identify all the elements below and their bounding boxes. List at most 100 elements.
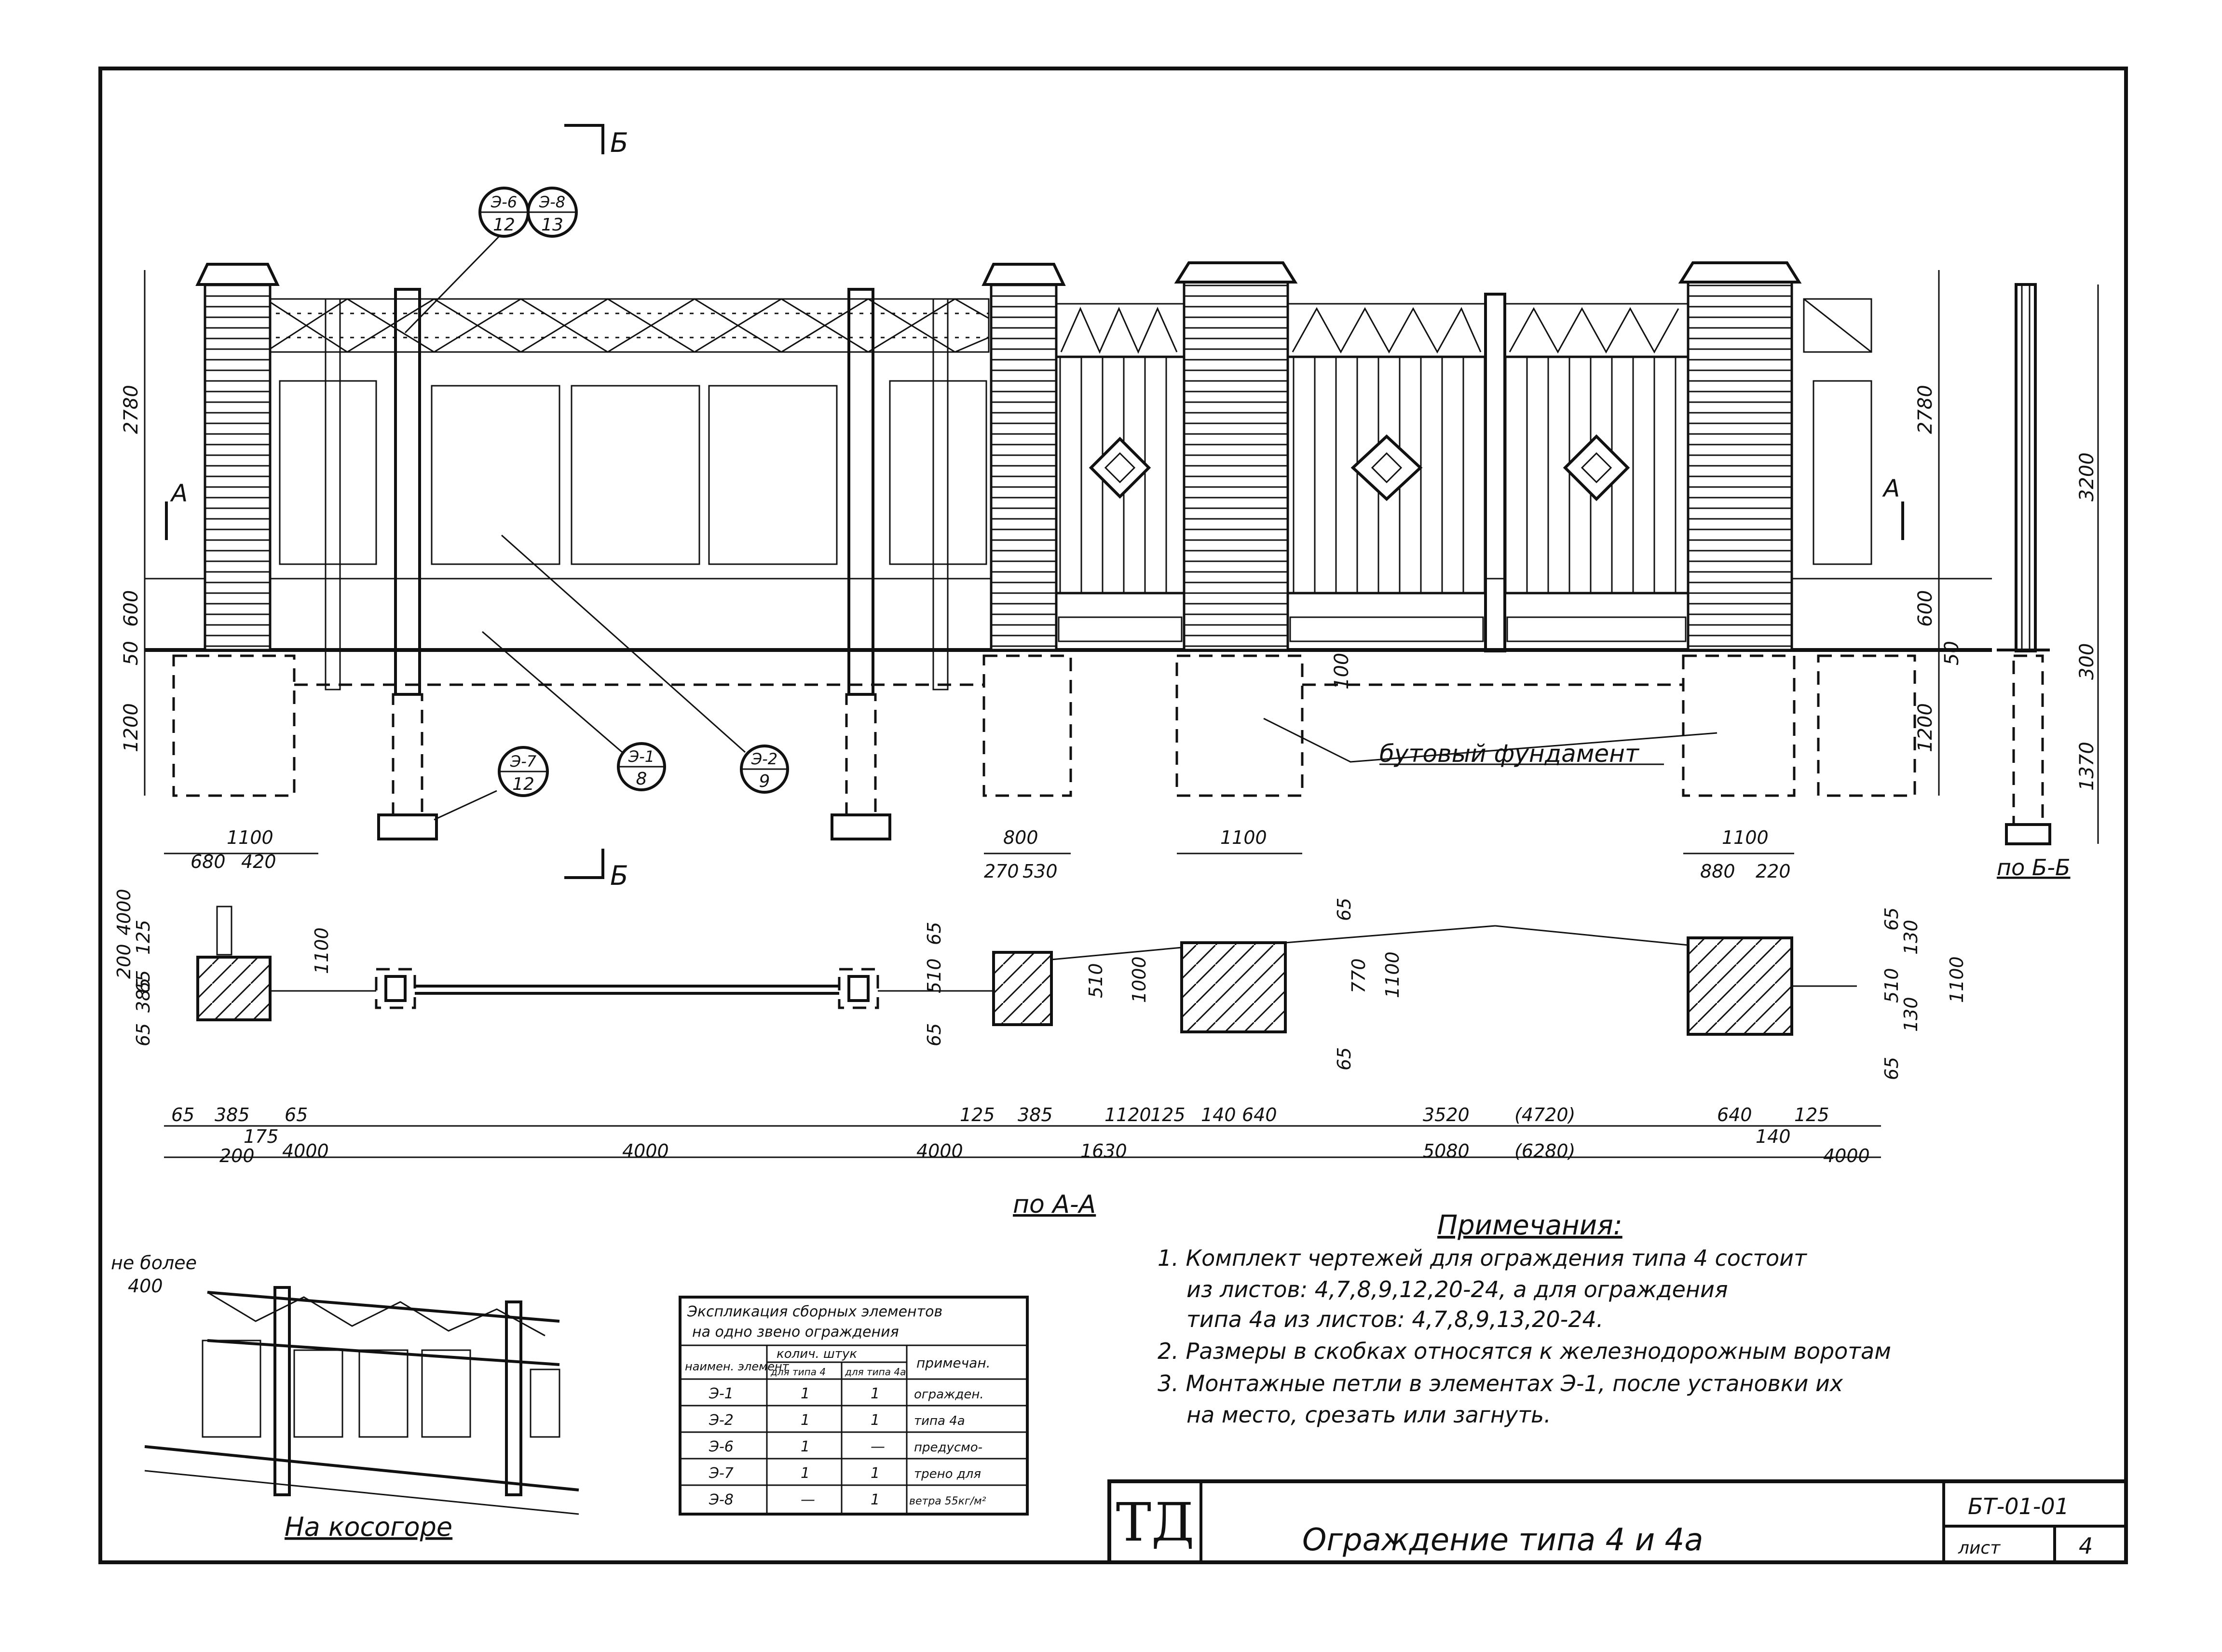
svg-text:1200: 1200 [120, 703, 142, 752]
svg-text:600: 600 [120, 590, 142, 627]
section-view-b [1997, 283, 2051, 845]
svg-text:125: 125 [1794, 1104, 1829, 1125]
svg-text:65: 65 [285, 1104, 308, 1125]
svg-text:Э-7: Э-7 [709, 1465, 734, 1482]
svg-text:8: 8 [636, 769, 647, 789]
svg-text:420: 420 [241, 851, 276, 872]
svg-text:—: — [801, 1491, 815, 1508]
svg-text:100: 100 [1331, 653, 1353, 690]
svg-text:на одно звено ограждения: на одно звено ограждения [692, 1324, 899, 1341]
svg-text:640: 640 [1242, 1104, 1277, 1125]
svg-text:4000: 4000 [1823, 1145, 1870, 1166]
svg-text:65: 65 [133, 1023, 154, 1046]
slope-note-line2: 400 [128, 1275, 163, 1297]
svg-text:50: 50 [1941, 641, 1963, 665]
svg-text:4000: 4000 [282, 1140, 329, 1162]
svg-text:1: 1 [801, 1438, 810, 1455]
svg-text:200: 200 [113, 944, 135, 979]
svg-text:типа 4а из листов: 4,7,8,9,13,: типа 4а из листов: 4,7,8,9,13,20-24. [1186, 1306, 1603, 1332]
svg-text:65: 65 [1881, 1057, 1902, 1080]
svg-text:4000: 4000 [113, 889, 135, 935]
svg-text:125: 125 [960, 1104, 995, 1125]
svg-text:2780: 2780 [1914, 385, 1936, 434]
svg-text:9: 9 [759, 772, 770, 791]
section-view-label: по Б-Б [1997, 854, 2071, 880]
notes: Примечания: 1. Комплект чертежей для огр… [1158, 1210, 1891, 1428]
svg-text:385: 385 [1018, 1104, 1053, 1125]
svg-text:140: 140 [1201, 1104, 1236, 1125]
svg-text:3520: 3520 [1423, 1104, 1470, 1125]
svg-text:140: 140 [1756, 1126, 1791, 1147]
svg-text:65: 65 [171, 1104, 194, 1125]
svg-text:65: 65 [924, 1023, 945, 1046]
svg-text:Э-7: Э-7 [510, 752, 537, 771]
slope-detail: не более 400 [111, 1252, 579, 1515]
svg-text:Примечания:: Примечания: [1437, 1210, 1622, 1241]
sheet-number: 4 [2079, 1533, 2093, 1559]
drawing-code: БТ-01-01 [1968, 1493, 2069, 1519]
svg-text:1: 1 [871, 1465, 880, 1482]
svg-text:4000: 4000 [916, 1140, 963, 1162]
svg-text:Э-1: Э-1 [628, 747, 654, 766]
svg-text:125: 125 [133, 920, 154, 955]
svg-text:Э-8: Э-8 [709, 1491, 734, 1508]
svg-text:530: 530 [1022, 861, 1058, 882]
section-mark-b-bottom: Б [564, 849, 628, 891]
svg-text:из листов: 4,7,8,9,12,20-24, а: из листов: 4,7,8,9,12,20-24, а для ограж… [1186, 1276, 1728, 1302]
svg-text:130: 130 [1900, 920, 1922, 955]
svg-text:Э-1: Э-1 [709, 1385, 734, 1402]
slope-view-label: На косогоре [285, 1512, 452, 1542]
svg-text:200: 200 [219, 1145, 255, 1166]
svg-text:трено для: трено для [914, 1467, 981, 1481]
section-mark-b-top: Б [564, 124, 628, 158]
plan-view-label: по А-А [1013, 1190, 1096, 1219]
sheet-label: лист [1958, 1538, 2001, 1558]
svg-text:колич. штук: колич. штук [777, 1347, 857, 1361]
svg-text:1000: 1000 [1129, 956, 1150, 1003]
svg-text:65: 65 [1881, 907, 1902, 931]
svg-text:1: 1 [801, 1385, 810, 1402]
svg-text:1100: 1100 [1382, 951, 1403, 998]
svg-text:1100: 1100 [1722, 827, 1769, 848]
svg-text:1200: 1200 [1914, 703, 1936, 752]
svg-text:наимен. элемент: наимен. элемент [685, 1360, 790, 1373]
svg-text:предусмо-: предусмо- [914, 1440, 982, 1455]
svg-text:1: 1 [801, 1465, 810, 1482]
svg-text:А: А [1882, 474, 1900, 502]
svg-text:270: 270 [984, 861, 1019, 882]
svg-text:65: 65 [924, 922, 945, 945]
svg-text:125: 125 [1150, 1104, 1186, 1125]
drawing-title: Ограждение типа 4 и 4а [1302, 1522, 1704, 1558]
svg-text:Э-8: Э-8 [539, 193, 565, 211]
svg-text:640: 640 [1717, 1104, 1752, 1125]
svg-text:680: 680 [191, 851, 226, 872]
svg-text:1370: 1370 [2076, 742, 2098, 791]
svg-text:4000: 4000 [622, 1140, 669, 1162]
svg-text:1630: 1630 [1080, 1140, 1127, 1162]
td-logo: ТД [1116, 1491, 1195, 1553]
svg-text:1100: 1100 [1220, 827, 1267, 848]
svg-text:65: 65 [1334, 898, 1355, 921]
svg-text:примечан.: примечан. [916, 1355, 991, 1371]
svg-text:1100: 1100 [1946, 956, 1967, 1003]
svg-text:для типа 4: для типа 4 [770, 1366, 826, 1378]
svg-text:Экспликация сборных элементов: Экспликация сборных элементов [687, 1303, 942, 1320]
elevation-dimensions: 2780 600 50 1200 2780 600 50 1200 100 32… [120, 270, 2099, 844]
svg-text:(4720): (4720) [1514, 1104, 1575, 1125]
svg-text:Б: Б [610, 127, 628, 158]
plan-dimensions: 1100 680 420 800 270 530 1100 1100 880 2… [113, 827, 1967, 1166]
svg-text:1: 1 [801, 1412, 810, 1429]
svg-text:12: 12 [512, 774, 534, 794]
callout-e6: Э-6 12 [478, 187, 530, 238]
explication-table: Экспликация сборных элементов на одно зв… [679, 1296, 1029, 1516]
title-block: ТД Ограждение типа 4 и 4а БТ-01-01 лист … [1107, 1479, 2128, 1564]
svg-text:огражден.: огражден. [914, 1387, 984, 1402]
svg-text:1: 1 [871, 1385, 880, 1402]
section-mark-a-right: А [1882, 474, 1904, 540]
callout-e1: Э-1 8 [617, 742, 666, 791]
svg-text:1100: 1100 [311, 927, 332, 974]
svg-text:220: 220 [1756, 861, 1791, 882]
svg-text:65: 65 [1334, 1047, 1355, 1070]
svg-text:на место, срезать или загнуть.: на место, срезать или загнуть. [1186, 1402, 1551, 1428]
